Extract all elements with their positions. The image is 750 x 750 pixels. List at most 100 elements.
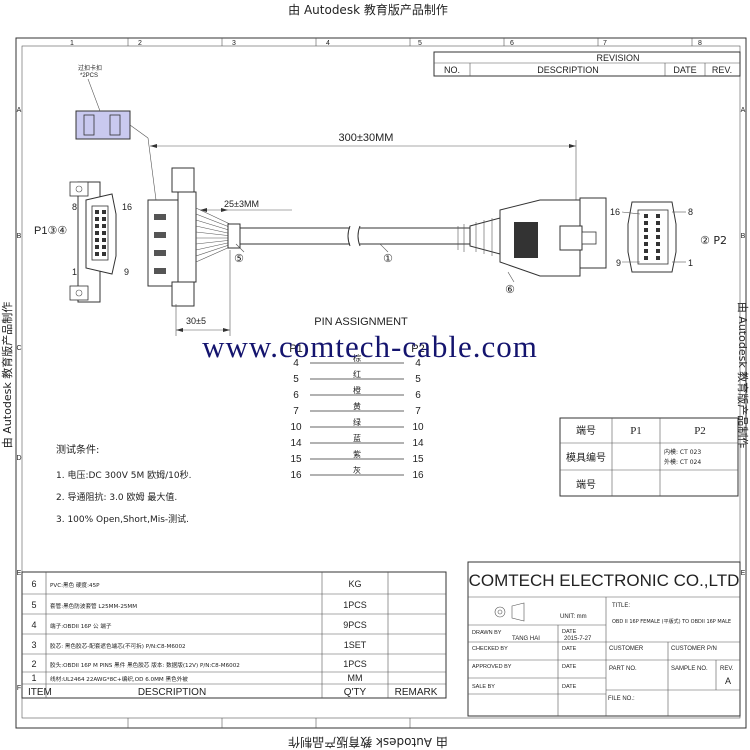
pin-p2-number: 10 — [412, 422, 424, 433]
row-letter-c: C — [16, 345, 21, 352]
length-dimension-text: 300±30MM — [339, 132, 394, 144]
bom-header-description: DESCRIPTION — [138, 687, 206, 698]
bom-item-description: 胶头:OBDII 16P M PINS 黑件 黑色胶芯 版本: 数据版(12V)… — [50, 661, 240, 669]
col-number-7: 7 — [603, 40, 607, 47]
bom-rows: 6 PVC:黑色 硬度:45P KG 5 套管:黑色防波套管 L25MM-25MM 1PC… — [31, 579, 366, 683]
col-number-6: 6 — [510, 40, 514, 47]
bom-item-number: 6 — [31, 579, 36, 589]
bom-header-remark: REMARK — [395, 687, 438, 698]
p2-pin-9: 9 — [616, 258, 621, 268]
mold-table: 端号 P1 P2 模具编号 内模: CT 023 外模: CT 024 端号 — [559, 417, 739, 497]
pin-p1-number: 10 — [290, 422, 302, 433]
bom-item-qty: 9PCS — [343, 620, 367, 630]
rev-label: REV. — [720, 666, 734, 672]
wire-color-label: 橙 — [353, 385, 361, 395]
mold-p2-inner: 内模: CT 023 — [664, 448, 701, 456]
bom-item-description: 端子:OBDII 16P 公 端子 — [50, 622, 112, 630]
revision-header-description: DESCRIPTION — [537, 65, 599, 75]
pin-p2-number: 7 — [415, 406, 421, 417]
zone-columns: 1 2 3 4 5 6 7 8 — [70, 38, 702, 728]
bom-item-description: 胶芯: 黑色胶芯-配套遮色端芯(不可拆) P/N:C8-M6002 — [50, 642, 186, 650]
pin-p1-number: 4 — [293, 358, 299, 369]
bom-item-qty: 1PCS — [343, 659, 367, 669]
bom-item-description: 线材:UL2464 22AWG*8C+编织,OD 6.0MM 黑色外被 — [50, 675, 188, 683]
p1-end-view: P1③④ 8 16 1 9 — [34, 181, 132, 303]
p1-pin-16: 16 — [122, 202, 132, 212]
bom-item-number: 3 — [31, 640, 36, 650]
bom-item-number: 2 — [31, 659, 36, 669]
bottom-dimension-text: 30±5 — [186, 316, 206, 326]
test-conditions-title: 测试条件: — [56, 443, 99, 456]
test-conditions: 测试条件: 1. 电压:DC 300V 5M 欧姆/10秒. 2. 导通阻抗: … — [56, 443, 191, 525]
row-letter-f: F — [17, 685, 21, 692]
bom-item-qty: KG — [348, 579, 361, 589]
customer-label: CUSTOMER — [609, 646, 644, 652]
p2-side-view: ⑥ — [457, 197, 607, 296]
pin-p1-number: 14 — [290, 438, 302, 449]
checked-by-label: CHECKED BY — [472, 646, 508, 652]
p1-side-view: 25±3MM 30±5 ⑤ ① — [147, 167, 470, 336]
p2-pin-1: 1 — [688, 258, 693, 268]
bom-row: 2 胶头:OBDII 16P M PINS 黑件 黑色胶芯 版本: 数据版(12V… — [31, 659, 366, 669]
rev-value: A — [725, 676, 731, 686]
clip-note-line1: 过扣卡扣 — [78, 64, 102, 72]
bom-row: 6 PVC:黑色 硬度:45P KG — [31, 579, 361, 589]
clip-part — [75, 110, 131, 140]
inner-frame — [21, 45, 741, 719]
clip-note-line2: *2PCS — [80, 73, 98, 79]
p2-pin-16: 16 — [610, 207, 620, 217]
revision-header-date: DATE — [673, 65, 696, 75]
watermark-bottom: 由 Autodesk 教育版产品制作 — [288, 735, 448, 750]
title-block: COMTECH ELECTRONIC CO.,LTD UNIT: mm TITL… — [467, 561, 741, 717]
pin-p2-number: 6 — [415, 390, 421, 401]
row-letter-e-right: E — [741, 570, 746, 577]
bom-item-number: 1 — [31, 673, 36, 683]
revision-header-rev: REV. — [712, 65, 732, 75]
test-condition-2: 2. 导通阻抗: 3.0 欧姆 最大值. — [56, 491, 177, 503]
col-number-5: 5 — [418, 40, 422, 47]
approved-by-label: APPROVED BY — [472, 664, 512, 670]
mold-p2-outer: 外模: CT 024 — [664, 458, 701, 466]
bom-item-qty: 1SET — [344, 640, 367, 650]
projection-symbol-circle — [494, 606, 506, 618]
pin-row: 6 橙 6 — [293, 385, 421, 401]
bom-header-item: ITEM — [28, 687, 52, 698]
pin-p2-number: 15 — [412, 454, 424, 465]
balloon-1: ① — [383, 252, 393, 265]
balloon-5: ⑤ — [234, 252, 244, 265]
bom-item-description: PVC:黑色 硬度:45P — [50, 581, 100, 589]
p1-pin-8: 8 — [72, 202, 77, 212]
length-dimension: 300±30MM — [150, 132, 577, 200]
drawn-by-name: TANG HAI — [512, 636, 540, 642]
p1-pin-1: 1 — [72, 267, 77, 277]
pin-header-p1: P1 — [289, 343, 302, 355]
wire-color-label: 紫 — [353, 450, 361, 459]
sale-date-label: DATE — [562, 684, 577, 690]
watermark-top: 由 Autodesk 教育版产品制作 — [288, 2, 448, 17]
date-label: DATE — [562, 629, 577, 635]
checked-date-label: DATE — [562, 646, 577, 652]
company-name: COMTECH ELECTRONIC CO.,LTD — [469, 571, 740, 590]
customer-pn-label: CUSTOMER P/N — [671, 646, 717, 652]
bom-item-description: 套管:黑色防波套管 L25MM-25MM — [50, 602, 137, 610]
col-number-3: 3 — [232, 40, 236, 47]
col-number-2: 2 — [138, 40, 142, 47]
bom-item-number: 5 — [31, 600, 36, 610]
bom-item-qty: MM — [348, 673, 363, 683]
pin-p1-number: 16 — [290, 470, 302, 481]
p1-pin-9: 9 — [124, 267, 129, 277]
pin-p1-number: 6 — [293, 390, 299, 401]
wire-color-label: 灰 — [353, 465, 361, 475]
p2-grip-pattern — [514, 222, 538, 258]
col-number-1: 1 — [70, 40, 74, 47]
